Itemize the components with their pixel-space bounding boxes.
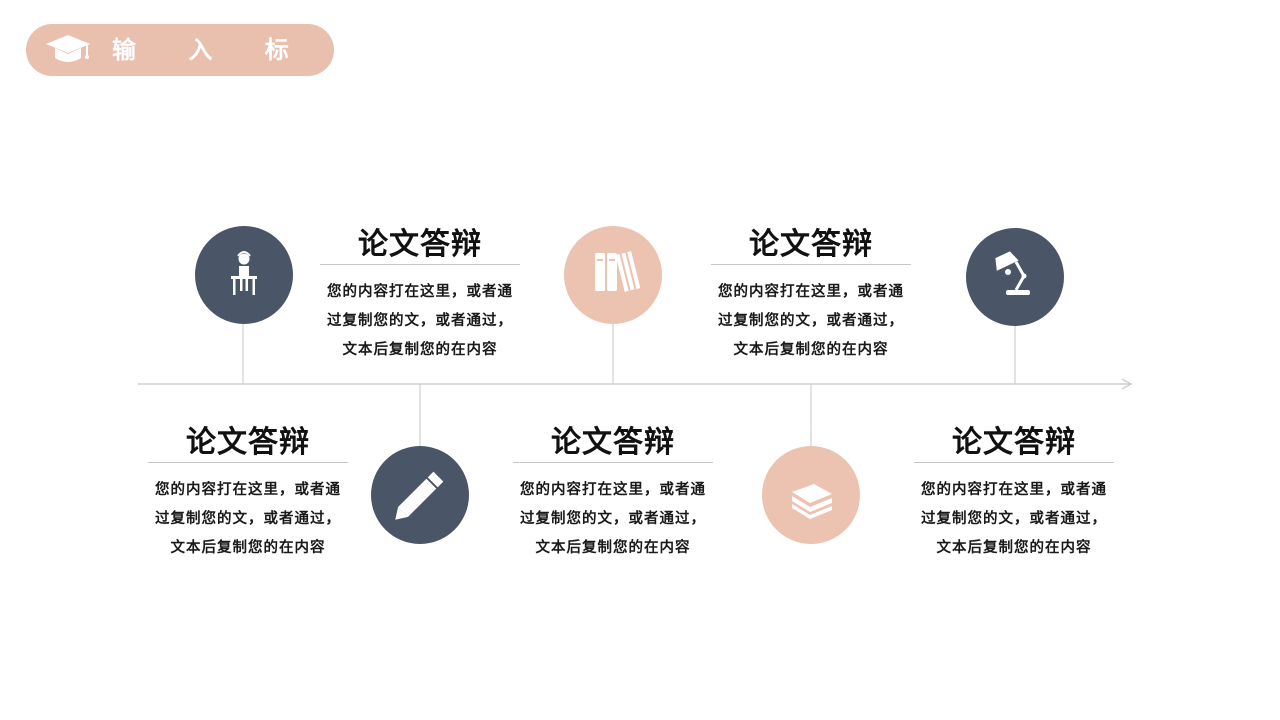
milestone-line: 文本后复制您的在内容 xyxy=(170,539,326,556)
milestone-circle-5 xyxy=(966,228,1064,326)
student-desk-icon xyxy=(231,251,257,295)
milestone-circle-2 xyxy=(371,446,469,544)
milestone-line: 文本后复制您的在内容 xyxy=(733,341,889,358)
milestone-line: 文本后复制您的在内容 xyxy=(535,539,691,556)
milestone-line: 您的内容打在这里，或者通 xyxy=(155,481,341,498)
title-pill: 输 入 标 题 xyxy=(26,24,365,76)
milestone-line: 过复制您的文，或者通过， xyxy=(520,510,706,527)
milestone-circle-1 xyxy=(195,226,293,324)
page-title: 输 入 标 题 xyxy=(112,35,388,64)
milestone-text-3: 论文答辩 您的内容打在这里，或者通 过复制您的文，或者通过， 文本后复制您的在内… xyxy=(148,426,348,562)
milestone-line: 您的内容打在这里，或者通 xyxy=(327,283,513,300)
milestone-line: 过复制您的文，或者通过， xyxy=(155,510,341,527)
milestone-heading: 论文答辩 xyxy=(320,228,520,265)
milestone-line: 您的内容打在这里，或者通 xyxy=(520,481,706,498)
milestone-text-5: 论文答辩 您的内容打在这里，或者通 过复制您的文，或者通过， 文本后复制您的在内… xyxy=(914,426,1114,562)
graduation-cap-icon xyxy=(46,35,90,62)
milestone-line: 文本后复制您的在内容 xyxy=(936,539,1092,556)
milestone-line: 过复制您的文，或者通过， xyxy=(327,312,513,329)
milestone-text-2: 论文答辩 您的内容打在这里，或者通 过复制您的文，或者通过， 文本后复制您的在内… xyxy=(711,228,911,364)
milestone-line: 过复制您的文，或者通过， xyxy=(921,510,1107,527)
milestone-text-4: 论文答辩 您的内容打在这里，或者通 过复制您的文，或者通过， 文本后复制您的在内… xyxy=(513,426,713,562)
desk-lamp-icon xyxy=(995,251,1030,295)
milestone-line: 您的内容打在这里，或者通 xyxy=(718,283,904,300)
milestone-heading: 论文答辩 xyxy=(711,228,911,265)
book-stack-icon xyxy=(792,484,832,519)
milestone-line: 您的内容打在这里，或者通 xyxy=(921,481,1107,498)
milestone-heading: 论文答辩 xyxy=(148,426,348,463)
milestone-circle-4 xyxy=(762,446,860,544)
milestone-heading: 论文答辩 xyxy=(914,426,1114,463)
pencil-icon xyxy=(395,471,444,520)
milestone-text-1: 论文答辩 您的内容打在这里，或者通 过复制您的文，或者通过， 文本后复制您的在内… xyxy=(320,228,520,364)
milestone-heading: 论文答辩 xyxy=(513,426,713,463)
milestone-line: 过复制您的文，或者通过， xyxy=(718,312,904,329)
milestone-circle-3 xyxy=(564,226,662,324)
milestone-line: 文本后复制您的在内容 xyxy=(342,341,498,358)
books-icon xyxy=(595,251,641,292)
